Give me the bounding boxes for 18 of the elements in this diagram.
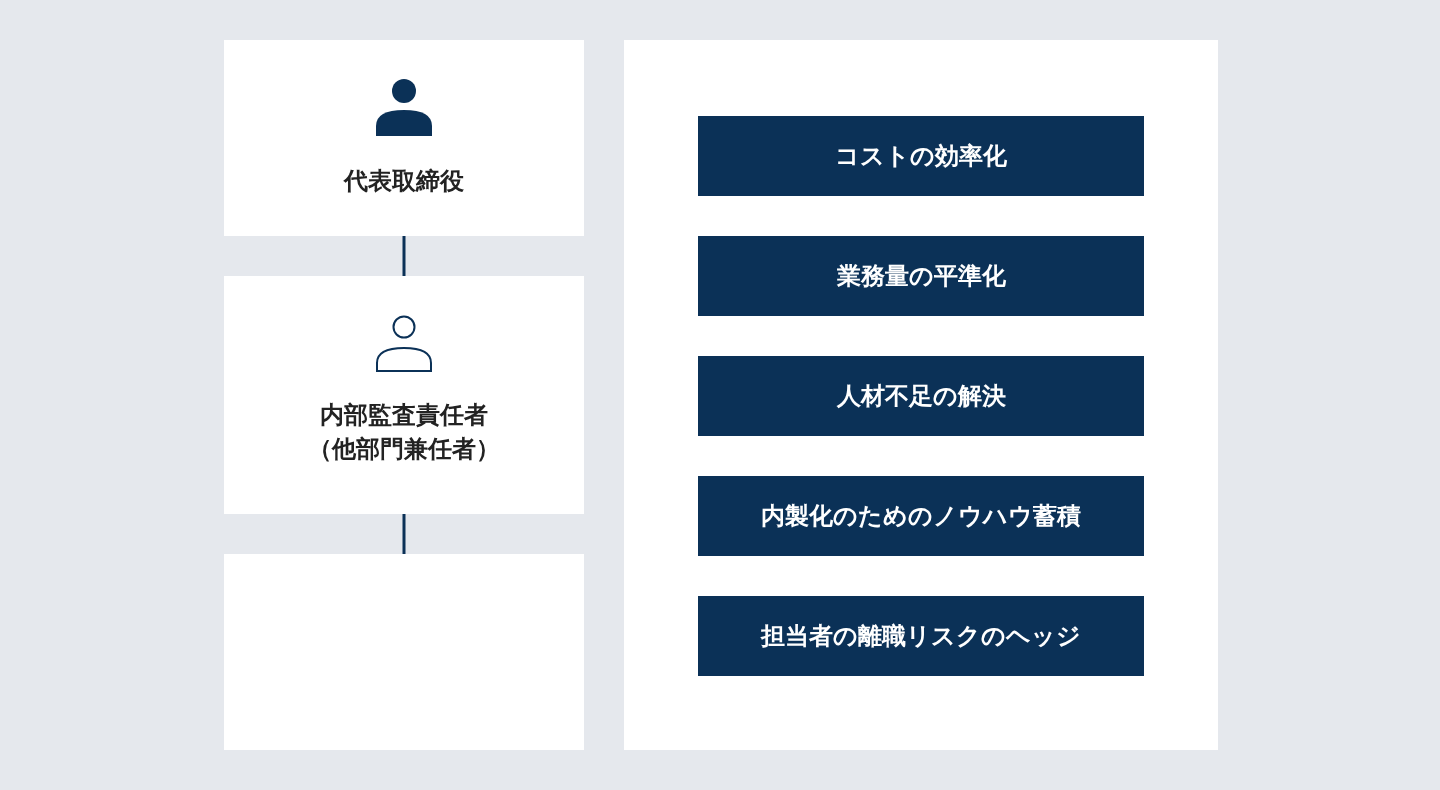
connector-line xyxy=(402,514,406,554)
benefit-box xyxy=(698,356,1144,436)
role-title: 内部監査責任者（他部門兼任者） xyxy=(307,400,501,465)
benefit-box xyxy=(698,596,1144,676)
benefit-text: コストの効率化 xyxy=(835,141,1007,172)
benefit-text: 内製化のためのノウハウ蓄積 xyxy=(761,501,1081,532)
role-title: 代表取締役 xyxy=(342,166,465,197)
benefit-box xyxy=(698,236,1144,316)
benefit-text: 人材不足の解決 xyxy=(836,381,1006,412)
benefit-box xyxy=(698,116,1144,196)
benefit-text: 業務量の平準化 xyxy=(836,261,1006,292)
blank-card xyxy=(224,554,584,750)
content-panel xyxy=(624,40,1218,750)
connector-line xyxy=(402,236,406,276)
role-card xyxy=(224,276,584,514)
benefit-box xyxy=(698,476,1144,556)
benefit-text: 担当者の離職リスクのヘッジ xyxy=(761,621,1081,652)
role-card xyxy=(224,40,584,236)
